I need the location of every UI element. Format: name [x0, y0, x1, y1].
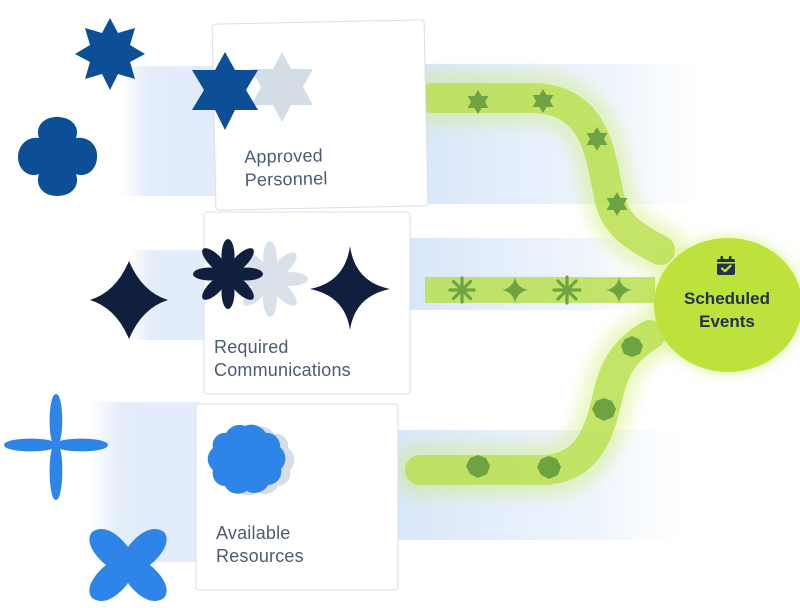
- octagon-badge-icon: [621, 336, 643, 357]
- card-label-resources: Available Resources: [216, 522, 304, 568]
- hub-label-line: Scheduled: [684, 289, 770, 308]
- asterisk-icon: [552, 275, 582, 305]
- four-point-sparkle-icon: [310, 246, 390, 330]
- card-label-line: Required: [214, 337, 289, 357]
- left-shapes: [4, 18, 168, 602]
- scalloped-circle-icon: [207, 424, 286, 494]
- card-label-line: Approved: [244, 145, 324, 167]
- card-label-line: Communications: [214, 360, 351, 380]
- six-point-star-icon: [586, 127, 608, 151]
- hub-label-line: Events: [699, 312, 755, 331]
- sparkle-icon: [502, 277, 528, 303]
- octagon-badge-icon: [466, 455, 490, 478]
- eight-petal-flower-icon: [193, 239, 263, 309]
- card-icons: [192, 52, 390, 496]
- four-point-diamond-icon: [90, 261, 168, 339]
- hub-label: Scheduled Events: [654, 287, 800, 333]
- octagon-badge-icon: [537, 456, 561, 479]
- eight-point-star-icon: [75, 18, 145, 90]
- card-label-line: Resources: [216, 546, 304, 566]
- track-top: [417, 83, 675, 265]
- card-label-personnel: Approved Personnel: [244, 144, 328, 192]
- four-petal-cross-icon: [4, 394, 108, 500]
- six-point-star-icon: [606, 192, 628, 216]
- calendar-check-icon: [717, 256, 735, 275]
- octagon-badge-icon: [592, 398, 616, 421]
- card-personnel: [211, 19, 429, 211]
- track-markers: [448, 89, 643, 479]
- six-point-star-ghost-icon: [251, 52, 313, 122]
- card-label-communications: Required Communications: [214, 336, 351, 382]
- six-point-star-icon: [467, 90, 489, 114]
- quatrefoil-icon: [18, 117, 98, 196]
- six-point-star-icon: [532, 89, 554, 113]
- sparkle-icon: [606, 277, 632, 303]
- asterisk-icon: [448, 276, 476, 304]
- card-label-line: Available: [216, 523, 291, 543]
- card-label-line: Personnel: [244, 168, 328, 190]
- six-point-star-icon: [192, 52, 258, 130]
- x-blob-icon: [89, 528, 167, 602]
